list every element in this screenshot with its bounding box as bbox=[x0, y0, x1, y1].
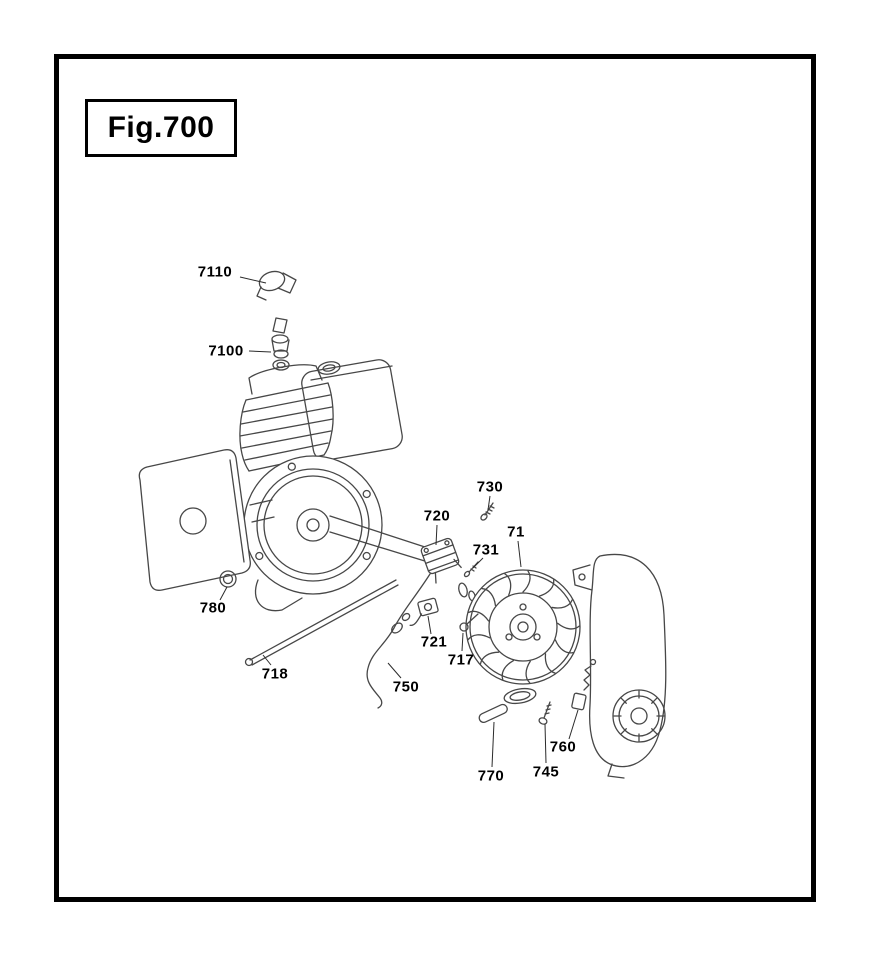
flywheel-art bbox=[465, 569, 581, 705]
spark-plug-art bbox=[271, 317, 290, 371]
key-art bbox=[478, 703, 508, 724]
leader-line-731 bbox=[472, 557, 484, 569]
shroud-art bbox=[572, 553, 667, 779]
nut-717-art bbox=[459, 613, 479, 632]
air-cleaner-art bbox=[138, 449, 275, 591]
governor-rod-art bbox=[244, 579, 399, 667]
page-frame bbox=[54, 54, 816, 902]
part-label-745: 745 bbox=[532, 763, 560, 781]
spark-plug-cap-art bbox=[256, 270, 297, 301]
fuel-tank-art bbox=[301, 359, 403, 461]
part-label-750: 750 bbox=[392, 678, 420, 696]
leader-line-718 bbox=[262, 654, 272, 666]
bolt-730-art bbox=[480, 502, 495, 521]
figure-title: Fig.700 bbox=[107, 111, 215, 144]
wire-harness-art bbox=[366, 573, 431, 709]
figure-title-box: Fig.700 bbox=[85, 99, 237, 157]
grommet-art bbox=[219, 570, 237, 588]
part-label-720: 720 bbox=[423, 507, 451, 525]
part-label-717: 717 bbox=[447, 651, 475, 669]
part-label-780: 780 bbox=[199, 599, 227, 617]
shroud-grille-art bbox=[612, 689, 666, 743]
part-label-770: 770 bbox=[477, 767, 505, 785]
leader-line-770 bbox=[491, 721, 495, 768]
leader-line-71 bbox=[517, 540, 522, 568]
crankcase-art bbox=[243, 455, 383, 612]
part-label-731: 731 bbox=[472, 541, 500, 559]
leader-line-730 bbox=[487, 495, 491, 511]
part-label-7110: 7110 bbox=[197, 263, 233, 281]
leader-line-721 bbox=[427, 615, 432, 635]
leader-line-7110 bbox=[239, 276, 267, 284]
part-label-760: 760 bbox=[549, 738, 577, 756]
part-label-721: 721 bbox=[420, 633, 448, 651]
leader-line-750 bbox=[387, 662, 402, 679]
stop-switch-art bbox=[409, 597, 439, 626]
leader-line-780 bbox=[219, 586, 228, 601]
part-label-7100: 7100 bbox=[208, 342, 244, 360]
part-label-730: 730 bbox=[476, 478, 504, 496]
screw-art bbox=[538, 701, 552, 725]
plug-spring-art bbox=[571, 658, 597, 711]
part-label-71: 71 bbox=[507, 523, 525, 541]
part-label-718: 718 bbox=[261, 665, 289, 683]
leader-line-760 bbox=[568, 709, 579, 740]
ignition-coil-art bbox=[420, 537, 462, 584]
leader-line-720 bbox=[435, 524, 438, 546]
flywheel-blades-art bbox=[467, 570, 580, 684]
leader-line-745 bbox=[544, 723, 547, 764]
leader-line-717 bbox=[461, 632, 464, 652]
leader-line-7100 bbox=[248, 350, 272, 353]
